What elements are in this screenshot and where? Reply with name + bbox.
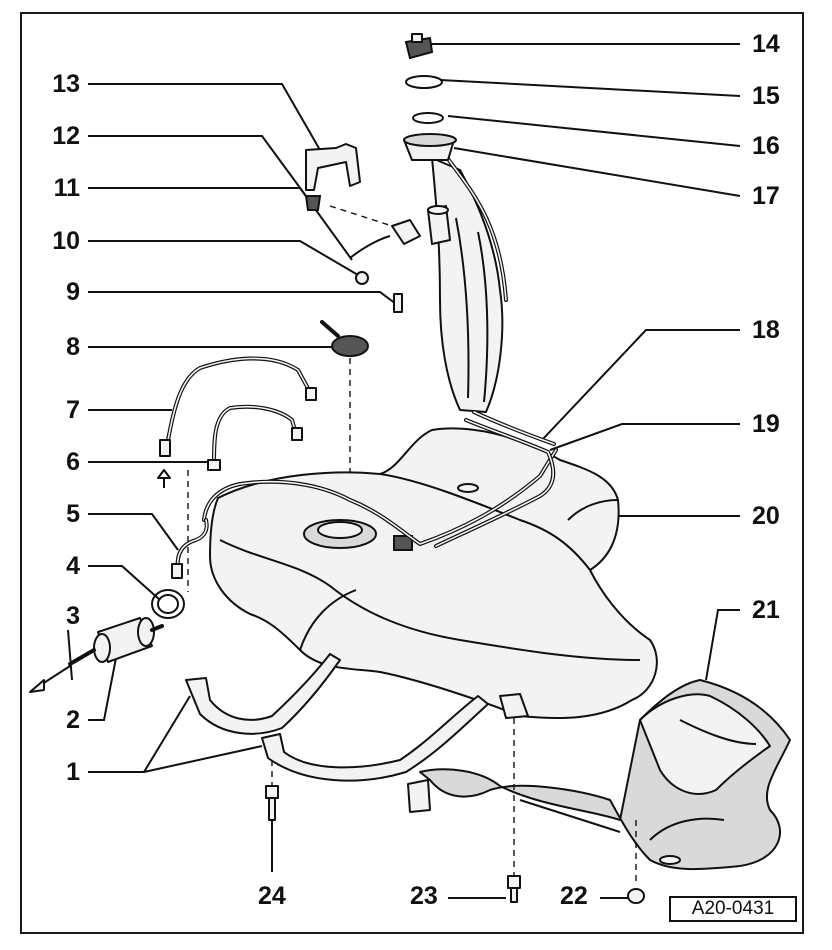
sender-lock-ring [320, 320, 369, 520]
callout-3: 3 [66, 602, 80, 630]
callout-12: 12 [52, 122, 80, 150]
callout-7: 7 [66, 396, 80, 424]
callout-10: 10 [52, 227, 80, 255]
reference-code: A20-0431 [669, 896, 797, 922]
callout-17: 17 [752, 182, 780, 210]
callout-6: 6 [66, 448, 80, 476]
callout-24: 24 [258, 882, 286, 910]
tank-lines [202, 410, 558, 548]
filler-neck [403, 133, 508, 413]
fasteners-bottom [265, 718, 645, 904]
callout-14: 14 [752, 30, 780, 58]
fuel-tank [209, 427, 658, 720]
callout-21: 21 [752, 596, 780, 624]
callout-4: 4 [66, 552, 80, 580]
cap-and-seals [404, 33, 444, 124]
fuel-filter-assembly [29, 470, 209, 693]
bracket-parts [304, 143, 421, 313]
callout-15: 15 [752, 82, 780, 110]
callout-9: 9 [66, 278, 80, 306]
callout-20: 20 [752, 502, 780, 530]
callout-11: 11 [53, 174, 80, 202]
callout-16: 16 [752, 132, 780, 160]
callout-22: 22 [560, 882, 588, 910]
fuel-lines-upper [157, 356, 317, 488]
heat-shield [407, 679, 791, 871]
callout-23: 23 [410, 882, 438, 910]
callout-1: 1 [66, 758, 80, 786]
leader-lines [67, 43, 741, 899]
callout-13: 13 [52, 70, 80, 98]
callout-8: 8 [66, 333, 80, 361]
callout-18: 18 [752, 316, 780, 344]
tank-straps [185, 653, 529, 782]
callout-19: 19 [752, 410, 780, 438]
callout-2: 2 [66, 706, 80, 734]
callout-5: 5 [66, 500, 80, 528]
